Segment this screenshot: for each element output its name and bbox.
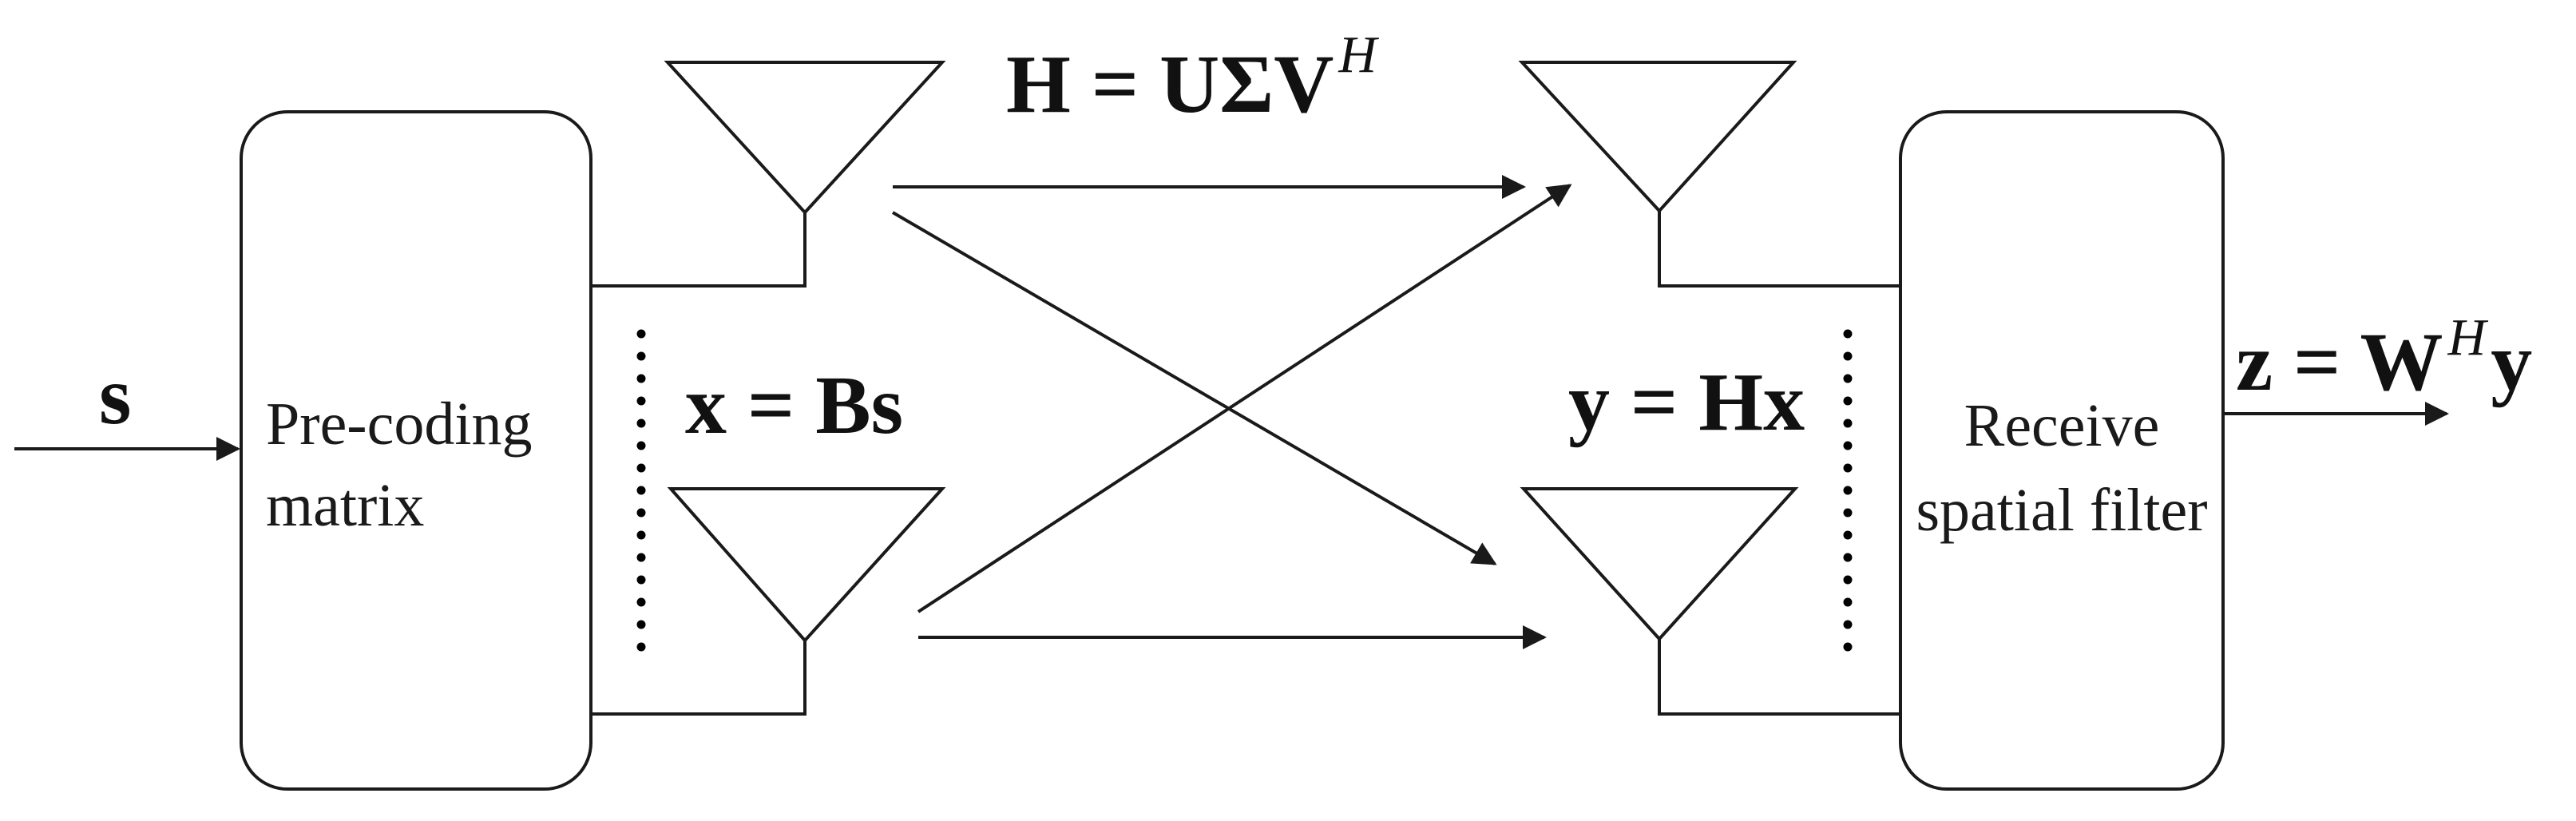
- rx-antenna-bottom-icon: [1520, 487, 1799, 641]
- receive-filter-label-line2: spatial filter: [1916, 477, 2207, 544]
- receive-signal-equation: y = Hx: [1568, 356, 1805, 448]
- precoding-matrix-block: [240, 110, 592, 791]
- transmit-signal-equation: x = Bs: [685, 359, 903, 451]
- tx-wire-top: [591, 211, 806, 288]
- precoding-label-line2: matrix: [266, 472, 424, 539]
- channel-path-bottom-top: [917, 184, 1572, 613]
- receive-spatial-filter-block: [1899, 110, 2225, 791]
- output-signal-equation: z = WHy: [2236, 308, 2532, 408]
- tx-antenna-top-icon: [664, 61, 946, 215]
- channel-svd-equation: H = UΣVH: [1006, 26, 1379, 130]
- tx-wire-bottom: [591, 639, 806, 716]
- rx-antenna-top-icon: [1518, 61, 1797, 213]
- channel-path-top-bottom: [891, 211, 1497, 565]
- input-signal-label: s: [99, 350, 131, 442]
- rx-wire-bottom: [1658, 637, 1904, 716]
- precoding-label-line1: Pre-coding: [266, 391, 532, 458]
- receive-filter-label-line1: Receive: [1964, 392, 2160, 459]
- tx-antenna-bottom-icon: [667, 487, 946, 643]
- rx-wire-top: [1658, 209, 1904, 288]
